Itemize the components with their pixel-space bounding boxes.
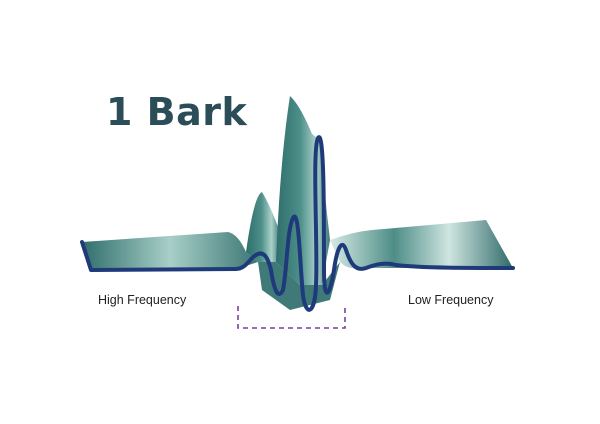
left-base-ribbon: [82, 232, 258, 270]
dashed-bracket-icon: [237, 306, 346, 329]
traveling-wave-icon: [80, 135, 515, 312]
right-base-ribbon: [330, 220, 513, 269]
high-frequency-label: High Frequency: [98, 293, 187, 307]
diagram-title: 1 Bark: [106, 90, 248, 134]
small-peak-sheet: [246, 192, 280, 262]
oscillation-fill: [258, 262, 340, 310]
low-frequency-label: Low Frequency: [408, 293, 494, 307]
